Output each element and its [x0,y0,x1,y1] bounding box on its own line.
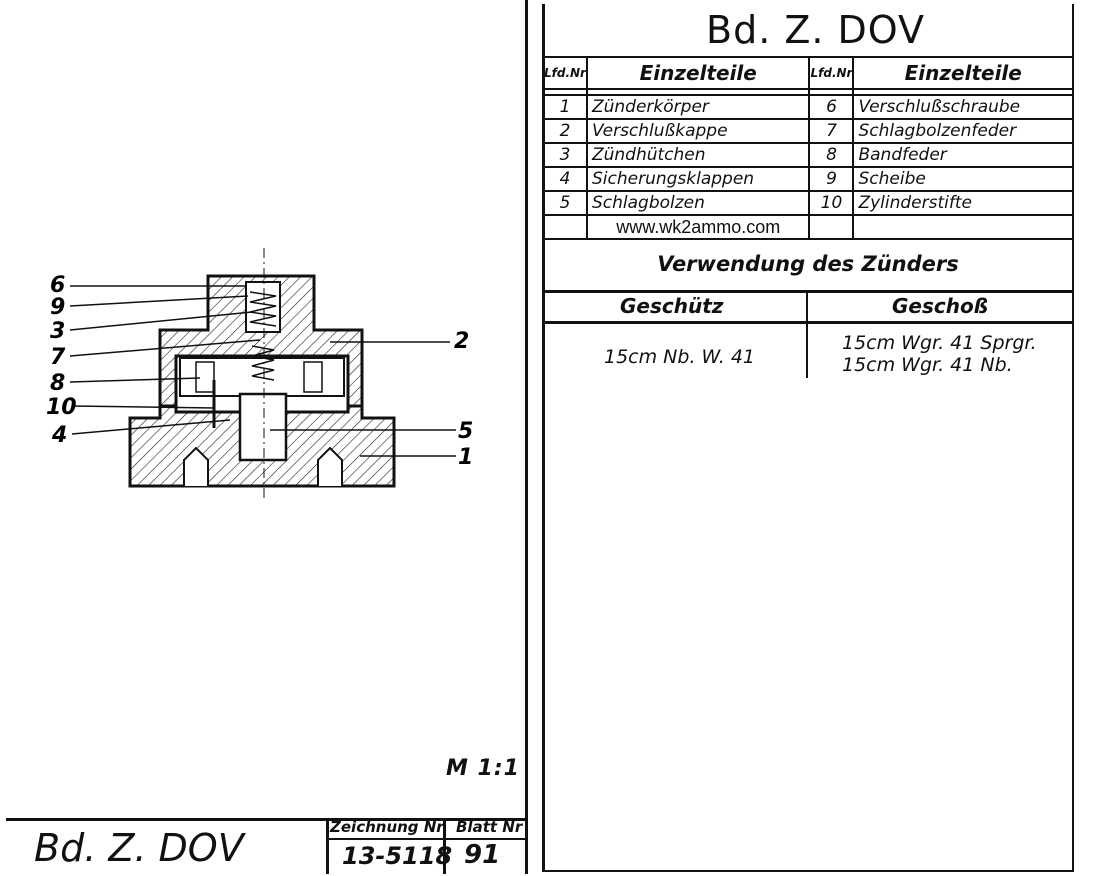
usage-column-divider [806,290,808,378]
title-block-divider [326,838,526,840]
part-name: Sicherungsklappen [585,166,811,192]
callout-3: 3 [50,319,65,344]
part-nr: 1 [542,94,588,120]
firing-pin-bore [238,392,288,462]
callout-6: 6 [50,273,65,298]
sheet-number-label: Blatt Nr [456,818,523,836]
callout-5: 5 [458,419,473,444]
part-nr: 10 [808,190,855,216]
usage-header-row [542,290,1074,324]
parts-table-header: Lfd.Nr Einzelteile Lfd.Nr Einzelteile [542,56,1074,90]
name-header-b: Einzelteile [852,56,1074,90]
callout-1: 1 [458,445,473,470]
projectile-value: 15cm Wgr. 41 Nb. [842,354,1013,376]
part-name: Verschlußschraube [852,94,1074,120]
part-name: Zündhütchen [585,142,811,168]
drawing-number-label: Zeichnung Nr [330,818,444,836]
part-nr: 3 [542,142,588,168]
parts-sheet-frame [542,4,1074,872]
table-row: 5 Schlagbolzen 10 Zylinderstifte [542,190,1074,216]
part-nr: 8 [808,142,855,168]
part-name: Bandfeder [852,142,1074,168]
usage-heading: Verwendung des Zünders [657,252,959,276]
drawing-frame [6,0,528,874]
projectile-column-header: Geschoß [892,294,989,318]
table-row: www.wk2ammo.com [542,214,1074,240]
drawing-number-value: 13-5118 [342,842,453,870]
name-header-a: Einzelteile [585,56,811,90]
sheet-title: Bd. Z. DOV [706,8,926,52]
watermark-text: www.wk2ammo.com [585,214,811,240]
part-nr: 5 [542,190,588,216]
part-name: Zünderkörper [585,94,811,120]
closing-cap-outline [158,274,364,408]
callout-4: 4 [51,423,67,448]
part-name: Schlagbolzen [585,190,811,216]
gun-value: 15cm Nb. W. 41 [604,346,756,368]
part-nr: 4 [542,166,588,192]
table-row: 4 Sicherungsklappen 9 Scheibe [542,166,1074,192]
callout-8: 8 [50,371,65,396]
fuze-section-drawing: 6 9 3 7 8 10 4 2 5 1 [46,248,473,500]
callout-2: 2 [454,329,469,354]
callout-9: 9 [50,295,65,320]
parts-table: Lfd.Nr Einzelteile Lfd.Nr Einzelteile 1 … [542,56,1074,240]
callout-7: 7 [50,345,66,370]
part-nr: 9 [808,166,855,192]
nr-header-b: Lfd.Nr [808,56,855,90]
part-name: Scheibe [852,166,1074,192]
part-nr: 6 [808,94,855,120]
part-nr: 2 [542,118,588,144]
title-block [6,818,528,874]
part-nr: 7 [808,118,855,144]
gun-column-header: Geschütz [620,294,724,318]
callout-10: 10 [46,395,77,420]
sheet-number-value: 91 [464,840,501,870]
projectile-value: 15cm Wgr. 41 Sprgr. [842,332,1037,354]
nr-header-a: Lfd.Nr [542,56,588,90]
drawing-number-box [326,818,446,874]
title-block-name: Bd. Z. DOV [34,826,244,870]
drawing-scale: M 1:1 [446,756,520,781]
table-row: 3 Zündhütchen 8 Bandfeder [542,142,1074,168]
table-row: 2 Verschlußkappe 7 Schlagbolzenfeder [542,118,1074,144]
part-name: Zylinderstifte [852,190,1074,216]
table-row: 1 Zünderkörper 6 Verschlußschraube [542,94,1074,120]
part-name: Schlagbolzenfeder [852,118,1074,144]
part-name: Verschlußkappe [585,118,811,144]
